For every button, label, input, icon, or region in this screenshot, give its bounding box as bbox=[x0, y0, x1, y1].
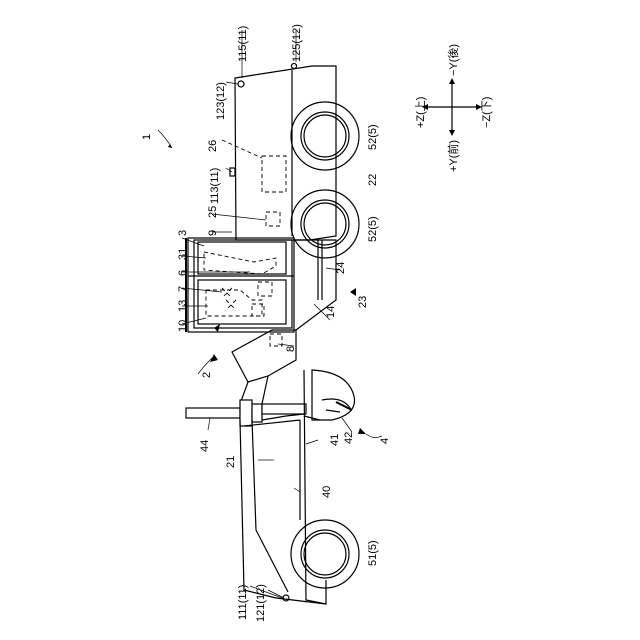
rear-body bbox=[222, 64, 336, 241]
ref-label-1: 1 bbox=[141, 134, 153, 140]
label-2: 2 bbox=[201, 372, 213, 378]
cabin bbox=[186, 238, 294, 332]
label-3: 3 bbox=[177, 230, 189, 236]
label-8: 8 bbox=[285, 346, 297, 352]
overall-reference: 1 bbox=[141, 130, 172, 148]
rear-wheel-lower bbox=[291, 190, 359, 258]
label-111: 111(11) bbox=[237, 585, 249, 620]
front-housing bbox=[232, 330, 296, 404]
front-wheel bbox=[291, 520, 359, 588]
label-41: 41 bbox=[329, 434, 341, 446]
label-113: 113(11) bbox=[209, 168, 221, 204]
label-51: 51(5) bbox=[367, 540, 379, 566]
rear-wheel-upper bbox=[291, 102, 359, 170]
label-10: 10 bbox=[177, 320, 189, 332]
axis-plus-z-label: +Z(上) bbox=[414, 97, 427, 128]
housing-arrow bbox=[210, 354, 218, 362]
label-6: 6 bbox=[177, 270, 189, 276]
label-123: 123(12) bbox=[215, 82, 227, 120]
label-4: 4 bbox=[379, 438, 391, 444]
label-13: 13 bbox=[177, 300, 189, 312]
front-corner bbox=[276, 595, 326, 604]
label-24: 24 bbox=[335, 262, 347, 274]
label-44: 44 bbox=[199, 440, 211, 452]
axis-plus-y-label: +Y(前) bbox=[446, 140, 460, 172]
front-arm bbox=[186, 400, 306, 598]
front-tool bbox=[312, 370, 355, 420]
label-26: 26 bbox=[207, 140, 219, 152]
label-31: 31 bbox=[177, 248, 189, 260]
label-52-upper: 52(5) bbox=[367, 124, 379, 150]
label-9: 9 bbox=[207, 230, 219, 236]
label-22: 22 bbox=[367, 174, 379, 186]
label-25: 25 bbox=[207, 206, 219, 218]
label-14: 14 bbox=[325, 306, 337, 318]
label-23: 23 bbox=[357, 296, 369, 308]
label-115: 115(11) bbox=[237, 26, 249, 62]
axis-minus-z-label: −Z(下) bbox=[481, 97, 493, 128]
reference-labels: 115(11) 125(12) 123(12) 26 113(11) 25 9 … bbox=[177, 24, 391, 622]
label-125: 125(12) bbox=[291, 24, 303, 62]
label-42: 42 bbox=[343, 432, 355, 444]
axis-minus-y-label: −Y(後) bbox=[446, 44, 460, 76]
leader-lines bbox=[182, 30, 352, 492]
label-52-lower: 52(5) bbox=[367, 216, 379, 242]
axis-indicator: −Y(後) +Y(前) +Z(上) −Z(下) bbox=[414, 44, 493, 172]
lower-arrow bbox=[350, 288, 356, 296]
label-7: 7 bbox=[177, 286, 189, 292]
tool-arrow bbox=[358, 428, 366, 434]
label-21: 21 bbox=[225, 456, 237, 468]
label-40: 40 bbox=[321, 486, 333, 498]
